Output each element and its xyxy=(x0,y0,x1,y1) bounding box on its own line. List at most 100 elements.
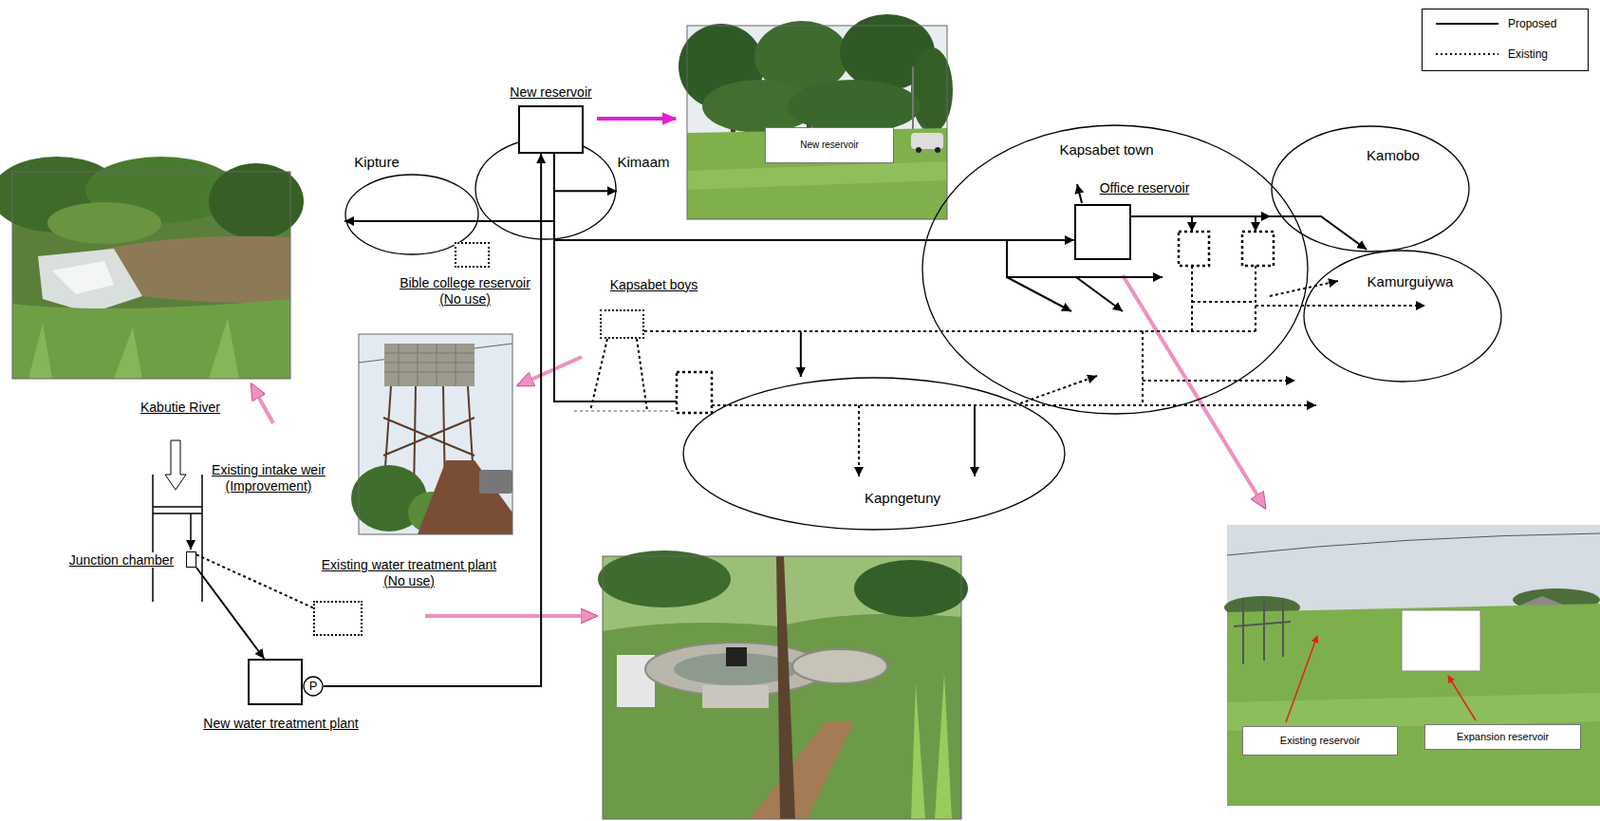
service-area-ellipse: Kamobo xyxy=(1270,125,1470,253)
pipeline-connector xyxy=(554,153,617,191)
reservoir-box: New reservoir xyxy=(518,105,584,154)
reservoir-site-photo xyxy=(915,147,922,153)
proposed-pipes xyxy=(554,240,677,402)
reservoir-site-photo xyxy=(687,25,948,220)
legend-box: ProposedExisting xyxy=(1421,8,1589,72)
node-text: New water treatment plant xyxy=(203,715,358,732)
area-outline xyxy=(682,376,1066,531)
area-outline xyxy=(683,377,1065,530)
river-photo xyxy=(208,163,304,240)
node-text: Kapngetuny xyxy=(864,489,941,507)
expansion-site-photo xyxy=(1233,597,1291,665)
connector-group xyxy=(196,153,1367,687)
treatment-plant-photo xyxy=(597,550,968,819)
proposed-pipes xyxy=(1190,216,1193,232)
node-text: Expansion reservoir xyxy=(1456,730,1549,744)
existing-pipes xyxy=(711,404,1317,407)
existing-pipes xyxy=(1255,304,1426,307)
legend-row: Existing xyxy=(1435,44,1548,64)
river-photo xyxy=(52,260,114,295)
pump-outline xyxy=(303,676,323,696)
service-area-ellipse: Kapsabet townOffice reservoir xyxy=(921,124,1309,415)
expansion-site-photo xyxy=(1401,610,1481,671)
existing-pipes xyxy=(1178,231,1210,266)
pipeline-connector xyxy=(554,153,1075,241)
reservoir-box: Office reservoir xyxy=(1074,204,1132,261)
existing-pipes xyxy=(590,338,648,411)
treatment-plant-photo xyxy=(597,550,731,608)
river-photo xyxy=(47,202,162,244)
existing-pipes xyxy=(857,405,860,477)
water-tower-photo xyxy=(358,334,513,535)
legend-line-sample xyxy=(1435,53,1499,56)
legend-row: Proposed xyxy=(1435,14,1557,34)
proposed-pipes xyxy=(1254,216,1257,232)
area-outline xyxy=(475,138,616,240)
node-text: P xyxy=(309,678,318,694)
river-photo xyxy=(0,156,304,379)
water-tower-photo xyxy=(479,469,513,494)
weir-label: Existing intake weir (Improvement) xyxy=(206,462,331,495)
legend-line-sample xyxy=(1435,18,1501,29)
existing-pipes xyxy=(1142,379,1296,382)
area-outline xyxy=(1303,250,1502,382)
expansion-site-photo xyxy=(1285,635,1318,723)
node-text: New reservoir xyxy=(800,139,859,151)
photo-label: New reservoir xyxy=(764,127,894,164)
treatment-plant-photo xyxy=(792,649,888,684)
tower-tank-box: Kapsabet boys xyxy=(599,309,645,339)
service-area-ellipse: Kamurguiywa xyxy=(1302,249,1503,383)
intake-weir-symbol xyxy=(189,513,192,550)
existing-pipes xyxy=(1191,265,1256,332)
river-name: Kabutie River xyxy=(140,399,221,416)
treatment-plant-photo xyxy=(702,685,769,708)
existing-pipes xyxy=(1269,280,1339,297)
proposed-pipes xyxy=(1077,184,1082,204)
proposed-pipes xyxy=(554,184,1256,477)
area-outline xyxy=(921,124,1309,415)
legend-text: Proposed xyxy=(1507,17,1557,31)
water-tower-photo xyxy=(417,460,513,535)
pipeline-connector xyxy=(196,554,314,608)
reservoir-site-photo xyxy=(678,14,953,220)
legend-line-sample xyxy=(1435,22,1499,25)
pipeline-connector xyxy=(344,153,555,222)
treatment-plant-photo xyxy=(776,556,796,819)
river-photo xyxy=(12,298,291,379)
legend-text: Existing xyxy=(1507,47,1548,61)
pink-photo-arrows xyxy=(251,118,1266,616)
node-text: Existing reservoir xyxy=(1280,734,1360,747)
reservoir-box: Bible college reservoir (No use) xyxy=(454,241,490,268)
pipeline-connector xyxy=(644,331,801,377)
area-outline xyxy=(1270,125,1470,253)
pump-circle: P xyxy=(302,675,324,697)
water-tower-photo xyxy=(384,343,475,387)
pink-photo-arrows xyxy=(518,356,582,386)
treatment-plant-photo xyxy=(854,559,968,617)
intake-weir-symbol xyxy=(152,440,203,602)
treatment-plant-photo xyxy=(911,673,952,819)
proposed-pipes xyxy=(1006,277,1072,312)
service-area-ellipse: Kapngetuny xyxy=(682,376,1066,531)
water-tower-photo xyxy=(384,343,475,387)
existing-pipes xyxy=(574,231,1426,477)
intake-weir-symbol xyxy=(165,440,187,490)
expansion-site-photo xyxy=(1448,675,1476,721)
node-text: Bible college reservoir (No use) xyxy=(393,275,537,308)
treatment-plant-photo xyxy=(602,556,962,819)
reservoir-site-photo xyxy=(687,128,948,220)
proposed-pipes xyxy=(973,405,976,477)
node-text: Kimaam xyxy=(616,153,670,171)
pipeline-connector xyxy=(1131,216,1367,250)
node-text: Kipture xyxy=(353,153,400,171)
river-photo xyxy=(12,171,291,379)
reservoir-site-photo xyxy=(687,161,948,190)
area-outline xyxy=(1271,126,1470,252)
area-outline xyxy=(1302,249,1503,383)
pink-photo-arrows xyxy=(425,613,596,618)
treatment-plant-photo xyxy=(749,721,855,819)
pink-photo-arrows xyxy=(251,384,274,424)
